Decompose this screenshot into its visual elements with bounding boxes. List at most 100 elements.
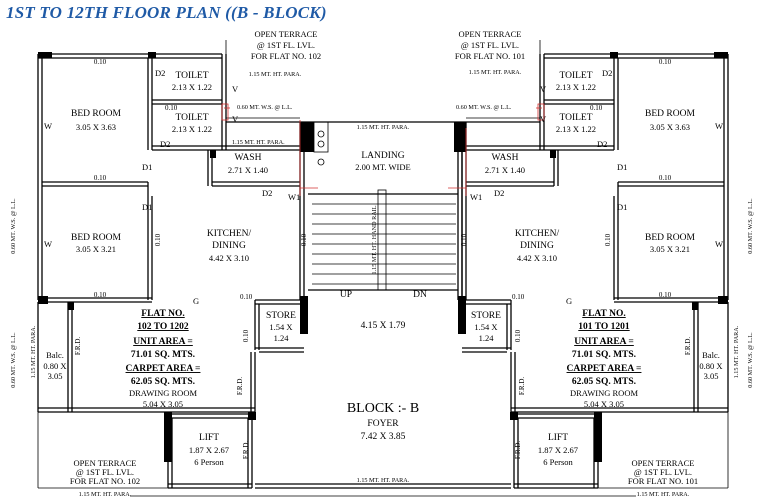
- vent-v: V: [232, 114, 239, 124]
- unit-area-label: UNIT AREA =: [574, 337, 634, 347]
- balcony-size-b: 3.05: [704, 371, 719, 381]
- toilet-size: 2.13 X 1.22: [172, 124, 212, 134]
- balcony-size-a: 0.80 X: [699, 361, 722, 371]
- terrace-bottom-left-l1: OPEN TERRACE: [74, 458, 137, 468]
- parapet-balcony-left: 1.15 MT. HT. PARA.: [30, 325, 37, 378]
- carpet-area-value: 62.05 SQ. MTS.: [131, 377, 195, 387]
- flat-range: 102 TO 1202: [137, 322, 189, 332]
- frd-label: F.R.D.: [514, 441, 522, 460]
- door-d2: D2: [262, 188, 272, 198]
- drawing-size: 5.04 X 3.05: [584, 399, 624, 409]
- wall-thk-label: 0.10: [604, 233, 612, 246]
- central-core: [130, 40, 636, 497]
- wall-thk-label: 0.10: [94, 291, 107, 299]
- flat-range: 101 TO 1201: [578, 322, 630, 332]
- wall-thk-label: 0.10: [659, 291, 672, 299]
- bedroom-size: 3.05 X 3.21: [76, 244, 116, 254]
- parapet-bottom-left: 1.15 MT. HT. PARA.: [79, 491, 132, 498]
- door-g: G: [193, 296, 199, 306]
- wall-thk-label: 0.10: [242, 329, 250, 342]
- frd-label: F.R.D.: [236, 377, 244, 396]
- parapet-mid-left: 1.15 MT. HT. PARA.: [232, 139, 285, 146]
- parapet-balcony-right: 1.15 MT. HT. PARA.: [733, 325, 740, 378]
- lift-capacity: 6 Person: [194, 457, 224, 467]
- wall-thk-label: 0.10: [300, 233, 308, 246]
- kitchen-label: KITCHEN/: [515, 229, 560, 239]
- toilet-label: TOILET: [559, 113, 592, 123]
- lift-size: 1.87 X 2.67: [538, 445, 578, 455]
- toilet-size: 2.13 X 1.22: [556, 82, 596, 92]
- store-size-a: 1.54 X: [269, 322, 292, 332]
- door-d1: D1: [617, 162, 627, 172]
- landing-label: LANDING: [361, 151, 404, 161]
- window-w: W: [715, 121, 723, 131]
- bedroom-size: 3.05 X 3.21: [650, 244, 690, 254]
- balcony-size-b: 3.05: [48, 371, 63, 381]
- parapet-foyer: 1.15 MT. HT. PARA.: [357, 477, 410, 484]
- frd-label: F.R.D.: [242, 441, 250, 460]
- terrace-top-left-l3: FOR FLAT NO. 102: [251, 51, 321, 61]
- balcony-label: Balc.: [46, 350, 64, 360]
- wall-thk-label: 0.10: [514, 329, 522, 342]
- balcony-label: Balc.: [702, 350, 720, 360]
- dining-label: DINING: [520, 241, 554, 251]
- wall-thk-label: 0.10: [659, 58, 672, 66]
- toilet-label: TOILET: [175, 71, 208, 81]
- kitchen-size: 4.42 X 3.10: [209, 253, 249, 263]
- wall-thk-label: 0.10: [659, 174, 672, 182]
- parapet-bottom-right: 1.15 MT. HT. PARA.: [637, 491, 690, 498]
- window-sill-mid: 0.60 MT. W.S. @ L.L.: [237, 104, 293, 111]
- handrail-label: 1.15 MT. HT. HAND RAIL: [371, 205, 378, 274]
- terrace-top-right-l1: OPEN TERRACE: [459, 29, 522, 39]
- store-label: STORE: [471, 311, 501, 321]
- door-d2: D2: [602, 68, 612, 78]
- carpet-area-label: CARPET AREA =: [126, 364, 201, 374]
- window-w1: W1: [288, 192, 300, 202]
- terrace-top-left-l2: @ 1ST FL. LVL.: [257, 40, 315, 50]
- parapet-top-left: 1.15 MT. HT. PARA.: [249, 71, 302, 78]
- door-d2: D2: [494, 188, 504, 198]
- window-w: W: [44, 121, 52, 131]
- balcony-size-a: 0.80 X: [43, 361, 66, 371]
- labels-core: 1.15 MT. HT. PARA. LANDING 2.00 MT. WIDE…: [340, 124, 427, 484]
- window-w1: W1: [470, 192, 482, 202]
- terrace-bottom-left-l3: FOR FLAT NO. 102: [70, 476, 140, 486]
- lift-label: LIFT: [548, 433, 568, 443]
- bedroom-size: 3.05 X 3.63: [650, 122, 690, 132]
- flat-no-label: FLAT NO.: [141, 309, 184, 319]
- vent-v: V: [540, 84, 547, 94]
- vent-v: V: [540, 114, 547, 124]
- store-size-b: 1.24: [479, 333, 495, 343]
- wall-thk-label: 0.10: [165, 104, 178, 112]
- window-sill-mid: 0.60 MT. W.S. @ L.L.: [456, 104, 512, 111]
- door-d1: D1: [142, 202, 152, 212]
- wall-thk-label: 0.10: [94, 174, 107, 182]
- bedroom-size: 3.05 X 3.63: [76, 122, 116, 132]
- kitchen-label: KITCHEN/: [207, 229, 252, 239]
- frd-label: F.R.D.: [518, 377, 526, 396]
- drawing-label: DRAWING ROOM: [570, 388, 638, 398]
- wash-size: 2.71 X 1.40: [228, 165, 268, 175]
- block-label: BLOCK :- B: [347, 401, 419, 416]
- door-d2: D2: [160, 139, 170, 149]
- wall-thk-label: 0.10: [460, 233, 468, 246]
- wall-thk-label: 0.10: [240, 293, 253, 301]
- door-d2: D2: [597, 139, 607, 149]
- stair-down: DN: [413, 290, 427, 300]
- wall-thk-label: 0.10: [94, 58, 107, 66]
- window-sill-right-low: 0.60 MT. W.S. @ L.L.: [747, 332, 754, 388]
- terrace-bottom-right-l3: FOR FLAT NO. 101: [628, 476, 698, 486]
- foyer-size: 7.42 X 3.85: [361, 432, 406, 442]
- toilet-label: TOILET: [175, 113, 208, 123]
- dining-label: DINING: [212, 241, 246, 251]
- terrace-top-left-l1: OPEN TERRACE: [255, 29, 318, 39]
- bedroom-label: BED ROOM: [645, 233, 695, 243]
- kitchen-size: 4.42 X 3.10: [517, 253, 557, 263]
- labels-left-flat: OPEN TERRACE @ 1ST FL. LVL. FOR FLAT NO.…: [10, 29, 321, 498]
- vent-v: V: [232, 84, 239, 94]
- bedroom-label: BED ROOM: [645, 109, 695, 119]
- walls-left-flat: [37, 53, 305, 489]
- wash-label: WASH: [492, 153, 519, 163]
- door-d1: D1: [617, 202, 627, 212]
